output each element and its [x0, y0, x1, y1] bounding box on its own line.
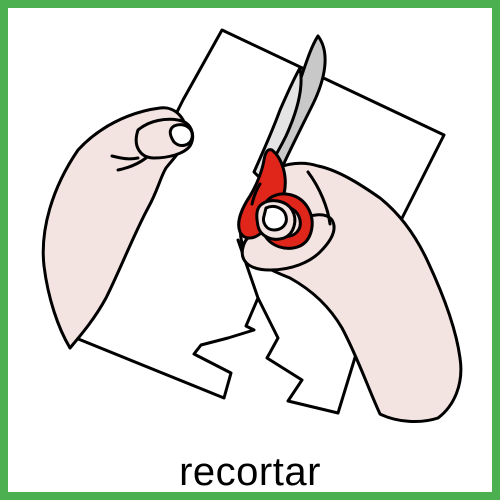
right-thumbnail [262, 204, 288, 232]
left-hand [41, 106, 188, 350]
word-label: recortar [179, 450, 321, 494]
cut-pictogram [41, 28, 463, 423]
left-thumbnail [168, 123, 194, 147]
